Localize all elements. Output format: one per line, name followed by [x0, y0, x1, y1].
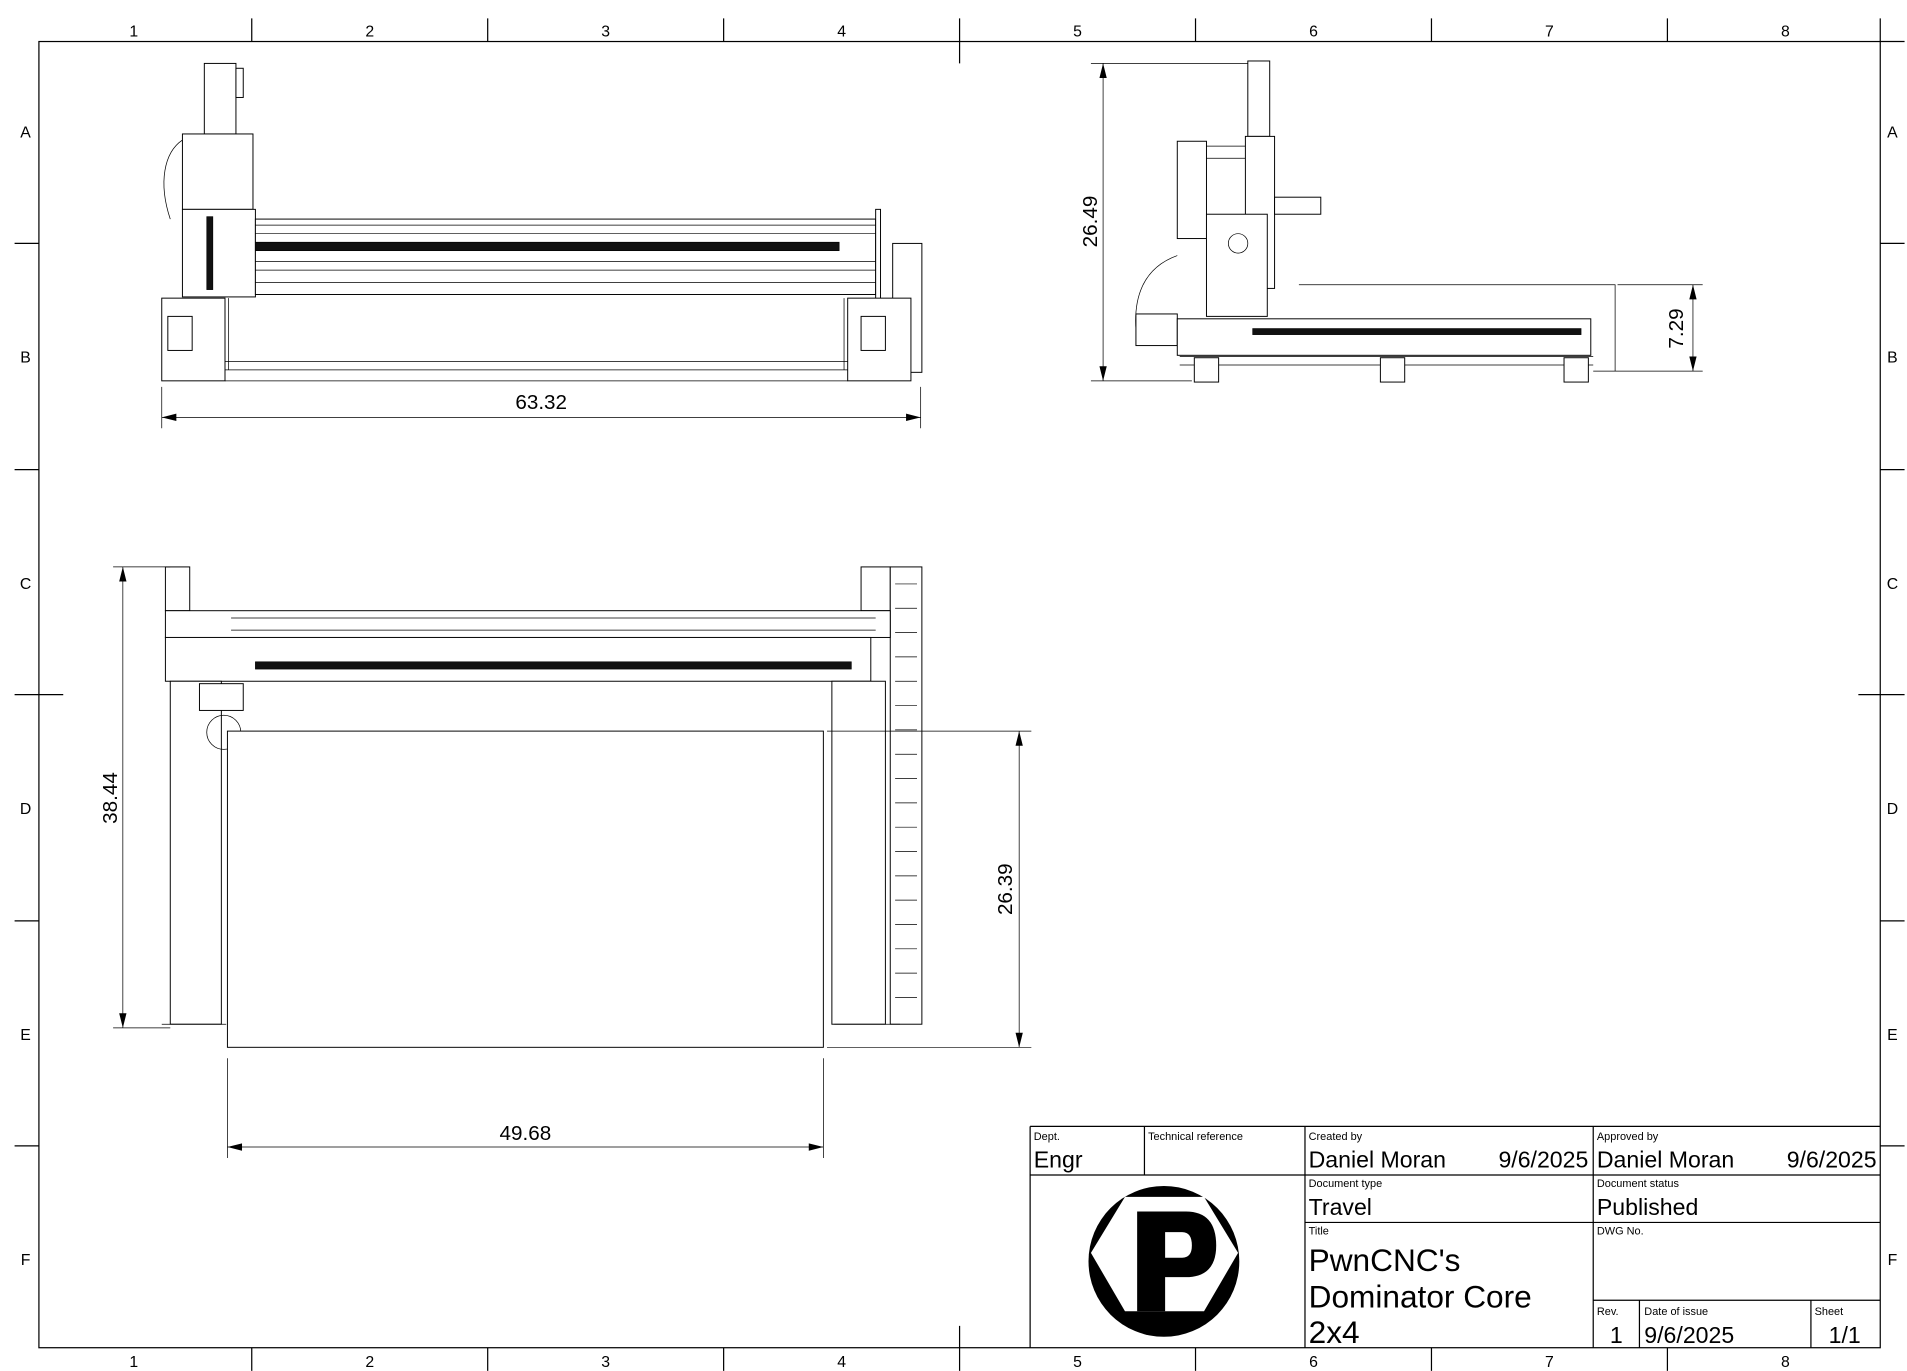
zone-row-label: B — [20, 350, 31, 367]
dimension-side-z: 7.29 — [1593, 284, 1703, 372]
created-date: 9/6/2025 — [1498, 1147, 1588, 1173]
approved-date: 9/6/2025 — [1787, 1147, 1877, 1173]
sheet-label: Sheet — [1815, 1306, 1844, 1318]
dim-label: 26.39 — [994, 863, 1017, 915]
approved-by-label: Approved by — [1597, 1131, 1659, 1143]
top-view — [161, 566, 923, 1048]
side-view — [1135, 60, 1616, 383]
dim-label: 26.49 — [1079, 196, 1102, 248]
zone-col-label: 3 — [601, 24, 610, 41]
dim-label: 49.68 — [500, 1122, 552, 1145]
zone-col-label: 2 — [365, 1354, 374, 1371]
zone-col-label: 4 — [837, 1354, 846, 1371]
title-line: Dominator Core — [1309, 1279, 1532, 1315]
zone-row-label: A — [1887, 125, 1898, 142]
title-block: Dept. Engr Technical reference Created b… — [1029, 1125, 1881, 1350]
dwg-no-label: DWG No. — [1597, 1226, 1644, 1238]
doc-status-label: Document status — [1597, 1178, 1680, 1190]
created-by-value: Daniel Moran — [1309, 1147, 1446, 1173]
dept-label: Dept. — [1034, 1131, 1060, 1143]
doc-status-value: Published — [1597, 1194, 1698, 1220]
dimension-side-height: 26.49 — [1079, 63, 1248, 382]
zone-row-label: C — [1887, 576, 1898, 593]
dim-label: 38.44 — [99, 772, 122, 824]
zone-row-label: A — [20, 125, 31, 142]
dimension-top-travel-y: 26.39 — [827, 730, 1032, 1048]
sheet-value: 1/1 — [1829, 1322, 1861, 1348]
tech-ref-label: Technical reference — [1148, 1131, 1243, 1143]
zone-row-label: D — [1887, 801, 1898, 818]
zone-row-label: B — [1887, 350, 1898, 367]
dimension-top-depth: 38.44 — [99, 566, 171, 1029]
zone-col-label: 1 — [129, 1354, 138, 1371]
zone-col-label: 8 — [1781, 1354, 1790, 1371]
title-label: Title — [1309, 1226, 1329, 1238]
zone-col-label: 1 — [129, 24, 138, 41]
pwncnc-logo — [1088, 1185, 1240, 1337]
doc-type-value: Travel — [1309, 1194, 1372, 1220]
zone-col-label: 4 — [837, 24, 846, 41]
zone-grid: 1 2 3 4 5 6 7 8 1 2 3 4 5 6 7 8 A B C D … — [14, 18, 1905, 1371]
zone-row-label: F — [21, 1252, 31, 1269]
doc-type-label: Document type — [1309, 1178, 1383, 1190]
zone-col-label: 2 — [365, 24, 374, 41]
zone-col-label: 3 — [601, 1354, 610, 1371]
rev-value: 1 — [1610, 1322, 1623, 1348]
title-line: PwnCNC's — [1309, 1242, 1461, 1278]
zone-row-label: E — [1887, 1027, 1898, 1044]
issue-date-label: Date of issue — [1644, 1306, 1708, 1318]
zone-col-label: 6 — [1309, 24, 1318, 41]
dimension-top-travel-x: 49.68 — [227, 1058, 824, 1158]
zone-row-label: C — [20, 576, 31, 593]
approved-by-value: Daniel Moran — [1597, 1147, 1734, 1173]
dept-value: Engr — [1034, 1147, 1083, 1173]
zone-col-label: 5 — [1073, 24, 1082, 41]
zone-col-label: 7 — [1545, 1354, 1554, 1371]
zone-col-label: 7 — [1545, 24, 1554, 41]
zone-row-label: F — [1888, 1252, 1898, 1269]
dim-label: 63.32 — [515, 391, 567, 414]
title-line: 2x4 — [1309, 1314, 1360, 1350]
rev-label: Rev. — [1597, 1306, 1619, 1318]
zone-col-label: 8 — [1781, 24, 1790, 41]
zone-col-label: 5 — [1073, 1354, 1082, 1371]
issue-date-value: 9/6/2025 — [1644, 1322, 1734, 1348]
created-by-label: Created by — [1309, 1131, 1363, 1143]
zone-col-label: 6 — [1309, 1354, 1318, 1371]
zone-row-label: D — [20, 801, 31, 818]
front-view — [161, 62, 923, 382]
zone-row-label: E — [20, 1027, 31, 1044]
dim-label: 7.29 — [1665, 308, 1688, 348]
dimension-front-width: 63.32 — [161, 386, 922, 429]
